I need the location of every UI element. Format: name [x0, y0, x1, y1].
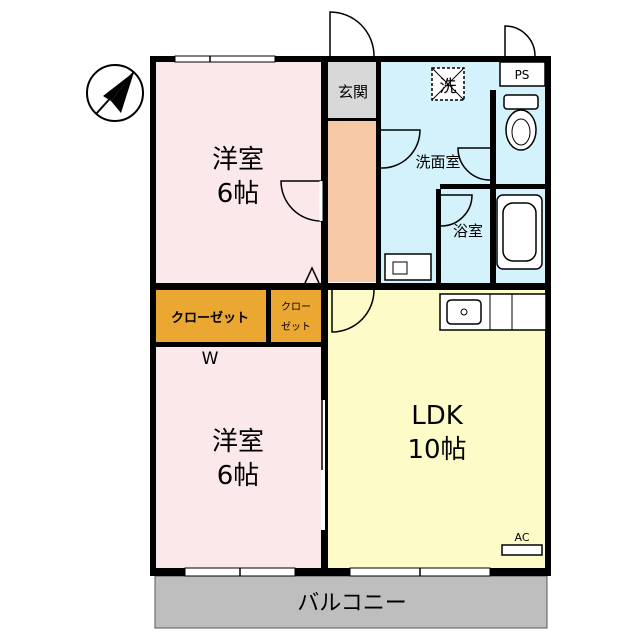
closet-small-label-line1: クロー: [281, 301, 311, 313]
closet-small-area: [271, 290, 321, 342]
pipe-space-box: [499, 61, 546, 87]
sliding-door: [321, 400, 327, 530]
ldk-area: [328, 290, 547, 568]
ldk-size: 10帖: [407, 435, 466, 465]
balcony-label: バルコニー: [297, 591, 407, 616]
wash-basin-icon: [384, 253, 432, 281]
closet-main-area: [155, 290, 267, 342]
wardrobe-label: W: [202, 349, 219, 369]
air-conditioner-label: AC: [514, 531, 529, 544]
entrance-area: [328, 62, 378, 118]
western-room-top-size: 6帖: [217, 179, 260, 209]
balcony-area: [154, 575, 548, 629]
interior-walls: [155, 62, 547, 568]
pipe-space-label: PS: [515, 68, 530, 82]
corridor-area: [328, 120, 376, 282]
door-swings: [280, 11, 536, 333]
bathtub-icon: [496, 194, 543, 270]
compass-north-arrow-icon: [86, 64, 144, 122]
western-room-top-name: 洋室: [212, 145, 264, 175]
laundry-pan-icon: [431, 67, 465, 101]
laundry-label: 洗: [440, 77, 457, 97]
windows: [174, 55, 491, 577]
western-room-top-area: [155, 62, 325, 284]
closet-main-label: クローゼット: [171, 310, 249, 326]
toilet-icon: [503, 94, 539, 151]
western-room-bottom-area: [155, 346, 325, 568]
bathroom-label: 浴室: [453, 222, 483, 240]
kitchen-counter-icon: [439, 293, 547, 331]
western-room-bottom-size: 6帖: [217, 461, 260, 491]
ldk-name: LDK: [411, 401, 464, 431]
washroom-label: 洗面室: [415, 153, 460, 171]
western-room-bottom-name: 洋室: [212, 427, 264, 457]
entrance-label: 玄関: [338, 83, 368, 101]
air-conditioner-box: [501, 544, 543, 556]
closet-small-label-line2: ゼット: [281, 321, 311, 333]
